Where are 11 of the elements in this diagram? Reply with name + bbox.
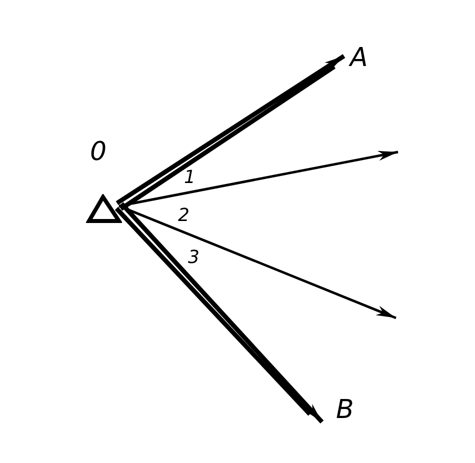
station-triangle [86, 138, 122, 224]
double-line-arrow [114, 54, 346, 212]
angle-number: 3 [188, 248, 200, 268]
double-line-arrow [114, 201, 324, 424]
direction-arrow [118, 204, 396, 320]
point-label: A [350, 44, 368, 72]
angle-number: 1 [184, 168, 196, 188]
point-label: B [336, 396, 354, 424]
direction-arrow [118, 150, 398, 208]
angle-number: 2 [178, 206, 190, 226]
station-label: 0 [90, 138, 107, 166]
